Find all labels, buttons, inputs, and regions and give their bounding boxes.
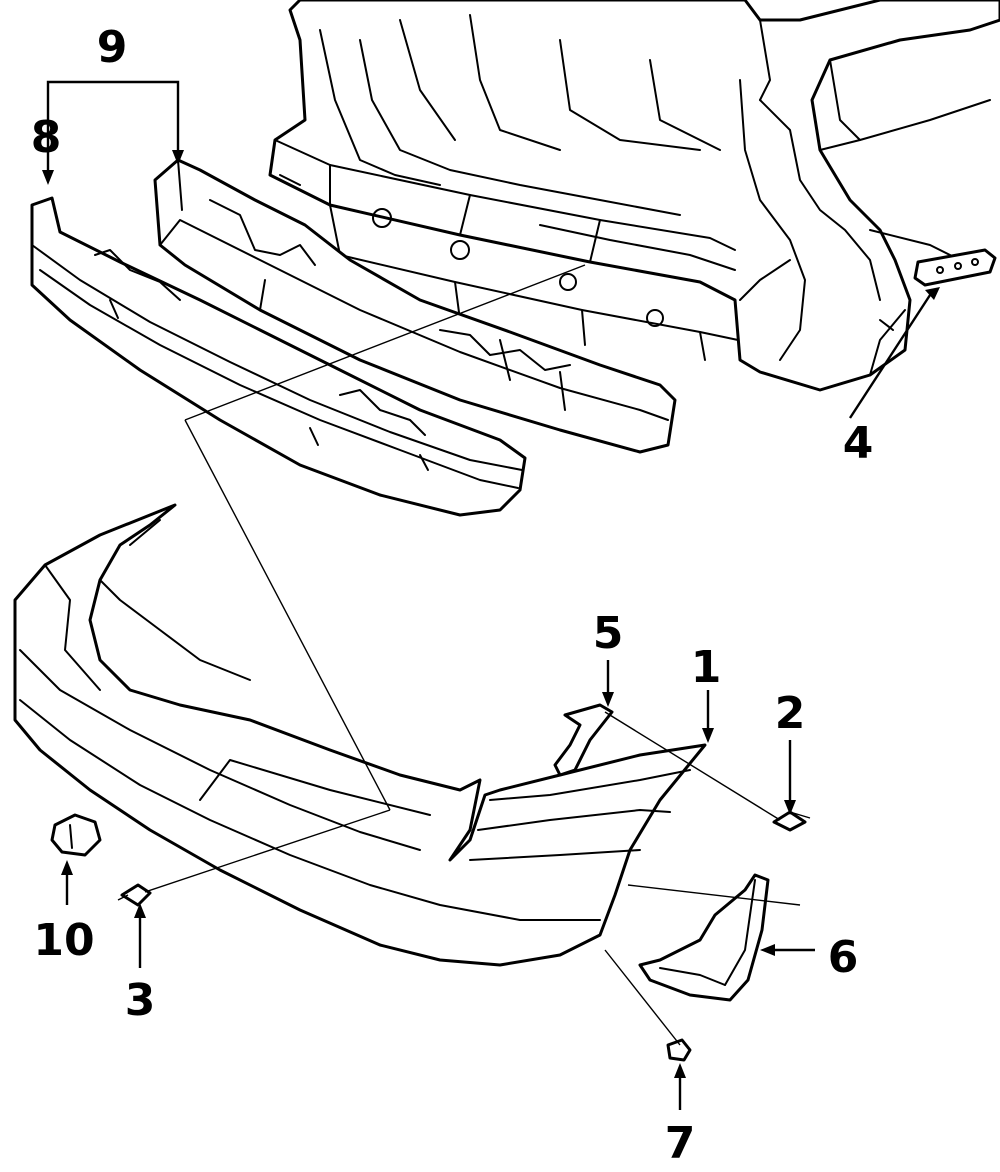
- part-10-sensor: [50, 813, 102, 857]
- part-1-bumper-cover: [13, 503, 707, 967]
- callout-7: 7: [665, 1118, 696, 1169]
- callout-1: 1: [691, 642, 722, 693]
- part-9-energy-absorber: [153, 158, 677, 454]
- part-7-clip: [666, 1038, 692, 1062]
- part-2-fastener: [772, 810, 811, 832]
- callout-10: 10: [33, 915, 94, 966]
- part-3-push-pin: [117, 883, 152, 907]
- callout-4: 4: [843, 418, 874, 469]
- part-4-bracket: [913, 248, 997, 287]
- part-5-bracket: [553, 703, 614, 777]
- callout-9: 9: [97, 22, 128, 73]
- callout-3: 3: [125, 975, 156, 1026]
- callout-8: 8: [31, 112, 62, 163]
- rear-body-panel: [268, 0, 1000, 392]
- part-6-splash-guard: [638, 873, 770, 1002]
- assembly-lines: [144, 264, 801, 1046]
- callout-6: 6: [828, 932, 859, 983]
- callout-2: 2: [775, 688, 806, 739]
- callout-leaders: [42, 80, 940, 1110]
- callout-5: 5: [593, 608, 624, 659]
- part-8-reinforcement: [30, 196, 527, 517]
- callout-labels: 9 8 4 5 1 2 6 7 3 10: [31, 22, 874, 1169]
